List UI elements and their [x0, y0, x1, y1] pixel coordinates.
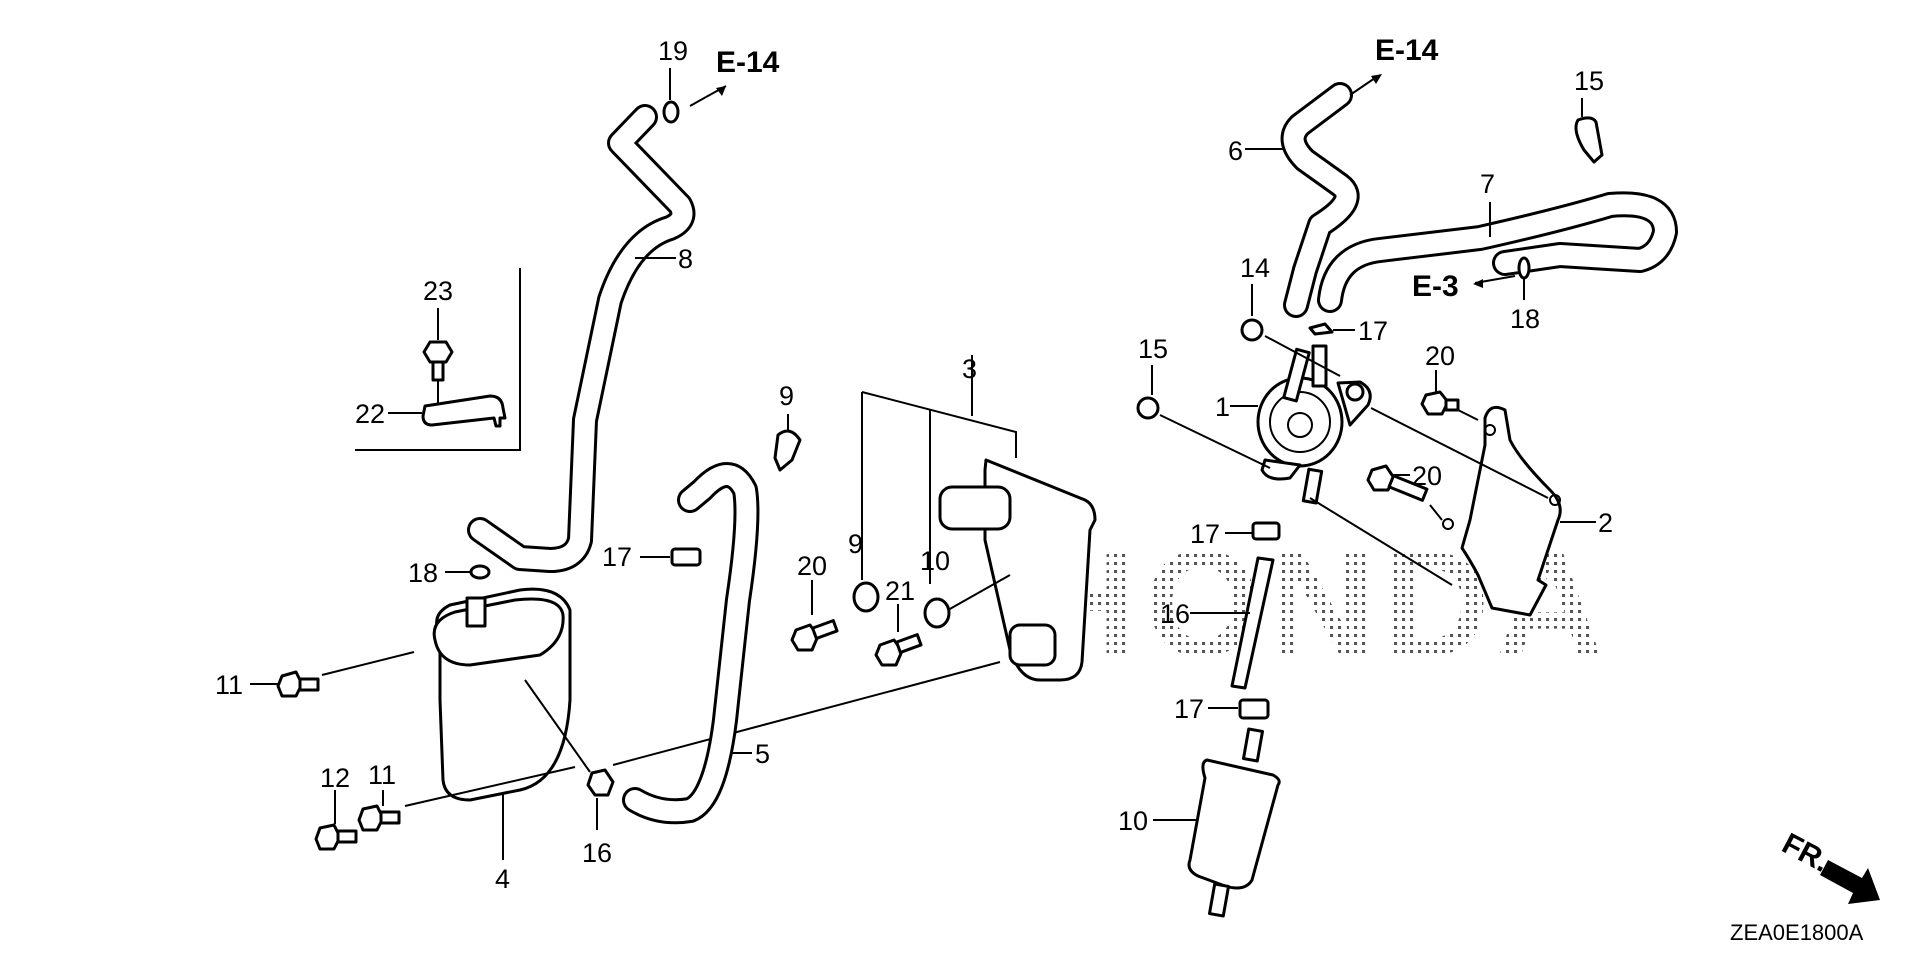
callout-10: 10	[1118, 806, 1148, 836]
part-11-grommet-a[interactable]	[852, 392, 880, 613]
part-21-bolt[interactable]	[1366, 464, 1443, 521]
callout-4: 4	[495, 864, 510, 894]
callout-17a: 17	[602, 542, 632, 572]
callout-11b: 10	[920, 546, 950, 576]
part-17-hose-clamp-upper[interactable]	[1225, 521, 1281, 541]
part-9-hose-clip-right[interactable]	[1574, 98, 1604, 164]
part-17-hose-clamp-lower[interactable]	[1208, 698, 1270, 720]
callout-8: 8	[678, 244, 693, 274]
part-10-fuel-filter[interactable]	[1153, 727, 1281, 918]
part-20-bolt-b[interactable]	[874, 604, 923, 667]
part-17-hose-clamp-left[interactable]	[640, 547, 702, 567]
callout-2: 2	[1598, 508, 1613, 538]
part-12-bolt-c[interactable]	[314, 790, 358, 851]
part-7-fuel-hose[interactable]	[1317, 191, 1678, 313]
callout-5: 5	[755, 739, 770, 769]
part-5-fuel-hose[interactable]	[622, 462, 760, 825]
callout-17c: 17	[1174, 694, 1204, 724]
callout-20b: 21	[885, 576, 915, 606]
ref-e14-left-arrow	[705, 85, 727, 98]
part-13-screw-b[interactable]	[1136, 365, 1271, 469]
inset-border	[355, 268, 521, 451]
callout-16a: 19	[658, 36, 688, 66]
part-1-fuel-pump[interactable]	[1230, 344, 1372, 505]
part-18-clip-right[interactable]	[1473, 256, 1531, 300]
ref-e14-left[interactable]: E-14	[716, 46, 780, 79]
part-2-pump-bracket[interactable]	[1309, 405, 1596, 617]
front-arrow-icon	[1820, 860, 1880, 904]
part-9-hose-clip-left[interactable]	[773, 414, 802, 472]
callout-19: 20	[1425, 341, 1455, 371]
front-indicator: FR.	[1777, 827, 1880, 904]
part-23-bolt[interactable]	[422, 308, 454, 404]
callout-11a: 9	[848, 529, 863, 559]
part-19-bolt[interactable]	[1420, 370, 1479, 421]
callout-18a: 17	[1358, 316, 1388, 346]
part-4-strainer-case[interactable]	[432, 587, 572, 860]
part-8-fuel-hose[interactable]	[467, 104, 696, 573]
part-13-screw-a[interactable]	[1240, 284, 1341, 377]
part-12-bolt-a[interactable]	[250, 651, 415, 698]
callout-12a: 11	[215, 670, 243, 700]
callout-15: 16	[1160, 599, 1190, 629]
callout-12b: 11	[368, 760, 396, 790]
callout-16b: 18	[408, 558, 438, 588]
inset-box	[355, 268, 521, 451]
callout-13a: 14	[1240, 253, 1270, 283]
callout-6: 6	[1228, 136, 1243, 166]
part-15-fuel-tube[interactable]	[1190, 556, 1275, 690]
part-11-grommet-b[interactable]	[923, 574, 1011, 629]
callout-3: 3	[962, 354, 977, 384]
callout-23: 23	[423, 276, 453, 306]
part-12-bolt-b[interactable]	[357, 766, 576, 832]
callout-12c: 12	[320, 763, 350, 793]
callout-7: 7	[1480, 169, 1495, 199]
diagram-code: ZEA0E1800A	[1730, 920, 1864, 945]
part-16-clip-case[interactable]	[445, 564, 491, 580]
part-3-pump-mount-stay[interactable]	[861, 355, 1097, 682]
callout-1: 1	[1215, 392, 1230, 422]
part-6-fuel-hose[interactable]	[1245, 82, 1360, 318]
part-20-bolt-a[interactable]	[790, 580, 839, 652]
ref-e3[interactable]: E-3	[1412, 270, 1459, 303]
part-16-clip-top[interactable]	[662, 68, 707, 124]
callout-14: 16	[582, 838, 612, 868]
callout-20a: 20	[797, 551, 827, 581]
callout-9a: 9	[779, 381, 794, 411]
callout-21: 20	[1412, 461, 1442, 491]
part-22-clamp-plate[interactable]	[388, 394, 507, 428]
ref-e14-right-arrow	[1349, 74, 1382, 96]
callout-17b: 17	[1190, 519, 1220, 549]
callout-9b: 15	[1574, 66, 1604, 96]
callout-18b: 18	[1510, 304, 1540, 334]
callout-22: 22	[355, 399, 385, 429]
part-14-nut[interactable]	[524, 661, 1001, 830]
callout-13b: 15	[1138, 334, 1168, 364]
part-18-clip-left[interactable]	[1308, 322, 1355, 336]
ref-e14-right[interactable]: E-14	[1375, 34, 1439, 67]
